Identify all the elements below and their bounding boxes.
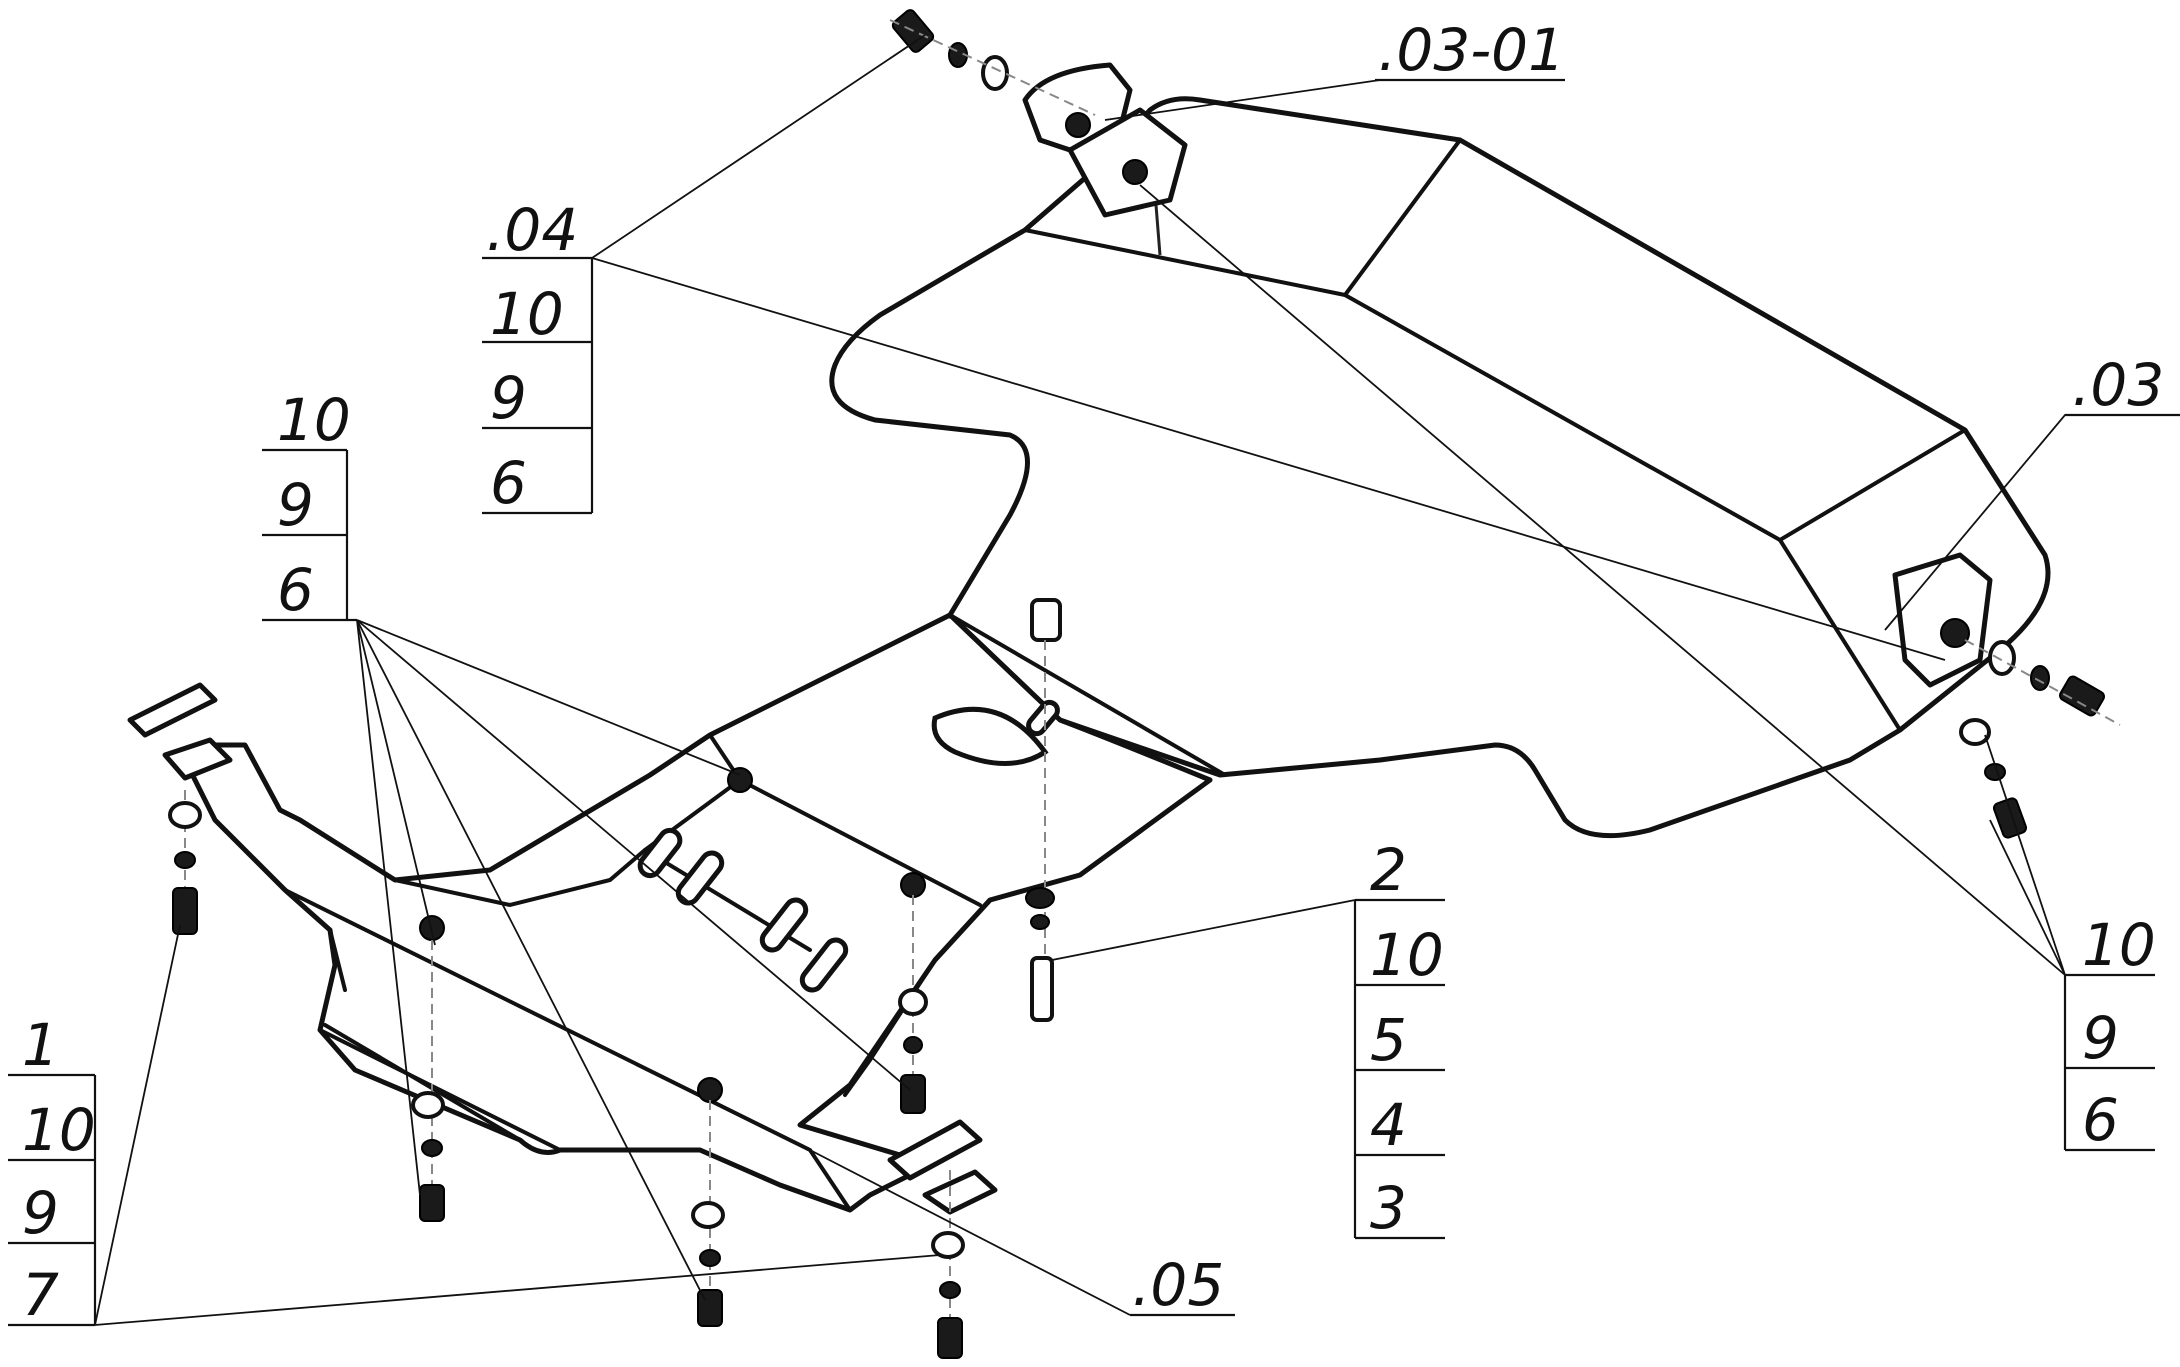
callout-1: 1 10 9 7 xyxy=(8,1011,97,1329)
callout-mid-row-1: 10 xyxy=(277,386,351,454)
callout-2-row-2: 5 xyxy=(1370,1006,1407,1074)
slot-3 xyxy=(759,897,809,953)
callout-04-row-3: 6 xyxy=(490,449,527,517)
callout-2: 2 10 5 4 3 xyxy=(1353,836,1445,1242)
callout-05-label: .05 xyxy=(1132,1251,1224,1319)
callout-2-row-4: 3 xyxy=(1370,1174,1407,1242)
oval-opening xyxy=(931,706,1049,766)
slot-4 xyxy=(799,937,849,993)
callout-mid: 10 9 6 xyxy=(262,386,357,624)
callout-2-row-1: 10 xyxy=(1370,921,1444,989)
side-brackets xyxy=(127,682,998,1215)
callout-2-label: 2 xyxy=(1370,836,1407,904)
callout-03-01: .03-01 xyxy=(1375,16,1565,84)
callout-1-row-2: 9 xyxy=(22,1179,59,1247)
callout-03-label: .03 xyxy=(2072,351,2164,419)
slot-5 xyxy=(1026,699,1060,737)
callout-1-row-1: 10 xyxy=(22,1096,96,1164)
slot-2 xyxy=(675,850,725,906)
callout-04-label: .04 xyxy=(486,196,578,264)
callout-right-row-2: 9 xyxy=(2082,1004,2119,1072)
fastener-stack-lower xyxy=(168,767,965,1359)
callout-right-row-3: 6 xyxy=(2082,1086,2119,1154)
callout-mid-row-2: 9 xyxy=(277,471,314,539)
callout-1-row-3: 7 xyxy=(22,1261,59,1329)
bracket-bolt-hole-3 xyxy=(1940,618,1970,648)
rear-plate xyxy=(829,96,2051,839)
fastener-stack-right xyxy=(1959,639,2121,839)
callout-1-label: 1 xyxy=(22,1011,59,1079)
slot-1 xyxy=(637,827,683,879)
callout-04-row-1: 10 xyxy=(490,280,564,348)
plate-openings xyxy=(637,699,1060,993)
callout-04: .04 10 9 6 xyxy=(482,196,594,517)
callout-04-row-2: 9 xyxy=(490,364,527,432)
callout-right-row-1: 10 xyxy=(2082,911,2156,979)
callout-03-01-label: .03-01 xyxy=(1378,16,1565,84)
callout-05: .05 xyxy=(1130,1251,1235,1319)
callout-mid-row-3: 6 xyxy=(277,556,314,624)
fastener-stack-center xyxy=(1025,598,1062,1022)
bracket-bolt-hole-1 xyxy=(1065,112,1091,138)
callout-2-row-3: 4 xyxy=(1370,1091,1407,1159)
bracket-bolt-hole-2 xyxy=(1122,159,1148,185)
callout-03: .03 xyxy=(2065,351,2180,419)
callout-right: 10 9 6 xyxy=(2063,911,2156,1154)
